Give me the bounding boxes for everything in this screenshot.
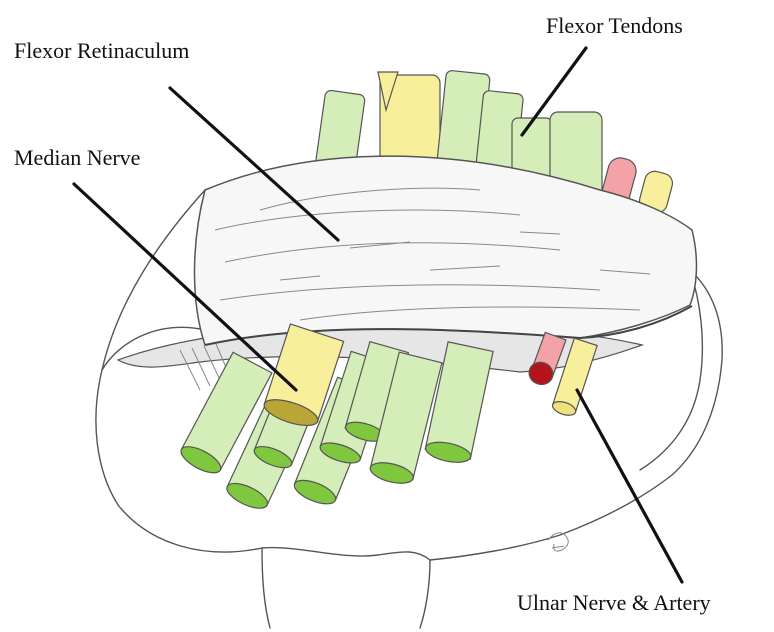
label-median-nerve: Median Nerve <box>14 147 140 169</box>
label-ulnar-nerve-artery: Ulnar Nerve & Artery <box>517 592 711 614</box>
label-flexor-tendons: Flexor Tendons <box>546 15 683 37</box>
label-flexor-retinaculum: Flexor Retinaculum <box>14 40 189 62</box>
leader-line-ulnar <box>577 390 682 582</box>
